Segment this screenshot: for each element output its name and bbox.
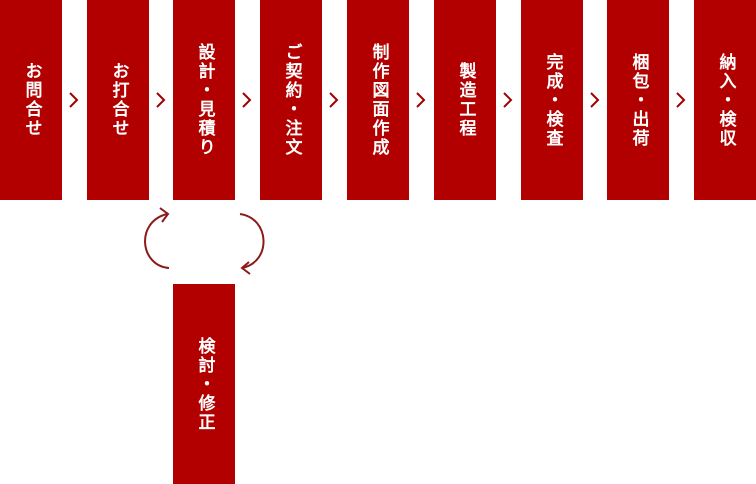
chevron-right-icon [416,92,426,108]
loop-arrow-up-icon [144,213,170,269]
step-delivery-acceptance: 納入・検収 [694,0,756,200]
step-label: 製造工程 [455,62,476,138]
step-review-revise: 検討・修正 [173,284,235,484]
chevron-right-icon [242,92,252,108]
loop-arrow-down-icon [239,213,265,269]
step-label: 設計・見積り [194,43,215,157]
step-drawing: 制作図面作成 [347,0,409,200]
step-label: 納入・検収 [715,52,736,148]
step-meeting: お打合せ [87,0,149,200]
step-label: 制作図面作成 [368,43,389,157]
step-label: 検討・修正 [194,336,215,432]
step-label: 梱包・出荷 [628,52,649,148]
chevron-right-icon [69,92,79,108]
chevron-right-icon [676,92,686,108]
step-manufacturing: 製造工程 [434,0,496,200]
chevron-right-icon [590,92,600,108]
step-label: お打合せ [108,62,129,138]
chevron-right-icon [329,92,339,108]
step-design-estimate: 設計・見積り [173,0,235,200]
step-packing-shipping: 梱包・出荷 [607,0,669,200]
step-contract-order: ご契約・注文 [260,0,322,200]
step-label: お問合せ [21,62,42,138]
step-completion-inspection: 完成・検査 [521,0,583,200]
step-inquiry: お問合せ [0,0,62,200]
chevron-right-icon [503,92,513,108]
step-label: ご契約・注文 [281,43,302,157]
step-label: 完成・検査 [542,52,563,148]
chevron-right-icon [156,92,166,108]
